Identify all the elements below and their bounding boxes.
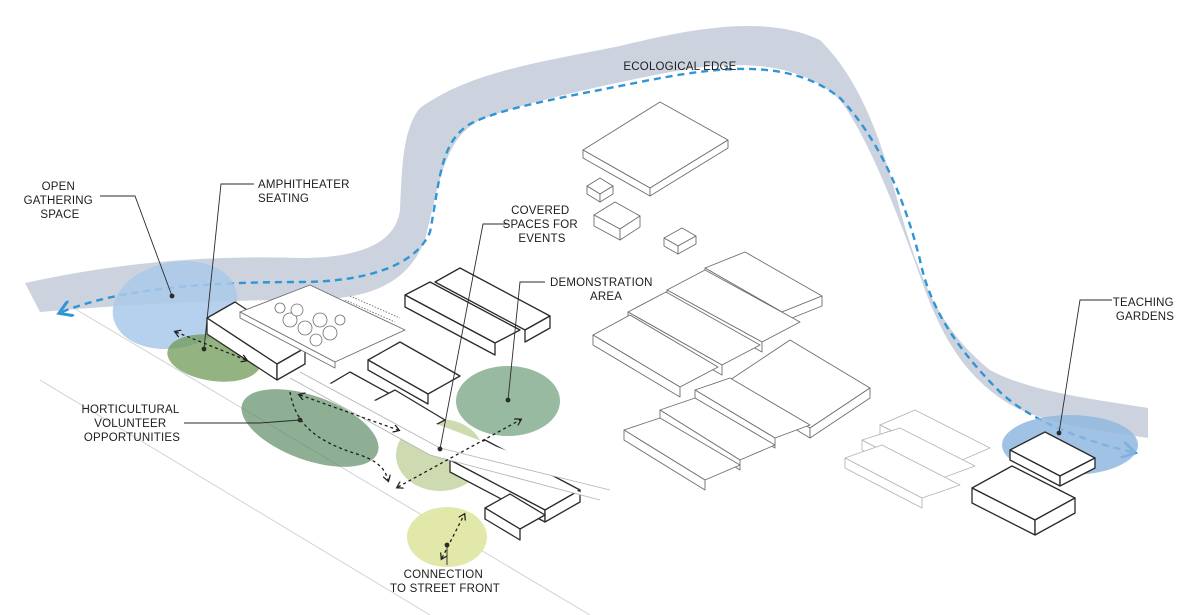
shed-small-2 xyxy=(593,201,641,241)
ecological-edge-band xyxy=(25,25,1148,439)
buildings xyxy=(206,101,1096,541)
greenhouse-row-7 xyxy=(623,417,741,491)
event-hall-roof xyxy=(367,341,461,405)
long-barn-1 xyxy=(404,281,521,356)
label-ecological-edge: ECOLOGICAL EDGE xyxy=(623,61,736,73)
teaching-greenhouse-3 xyxy=(844,444,961,509)
shed-small-3 xyxy=(663,227,697,255)
label-demonstration-area: DEMONSTRATION AREA xyxy=(550,277,656,303)
label-teaching-gardens: TEACHING GARDENS xyxy=(1113,297,1177,323)
circulation-arrows xyxy=(176,332,520,558)
long-barn-2 xyxy=(434,267,551,343)
label-connection-to-street-front: CONNECTION TO STREET FRONT xyxy=(390,569,500,595)
street-pavilion xyxy=(484,493,546,541)
label-covered-spaces-for-events: COVERED SPACES FOR EVENTS xyxy=(503,205,582,245)
tank-yard xyxy=(239,284,406,369)
ecological-edge-path xyxy=(62,67,1132,452)
greenhouse-row-4 xyxy=(592,314,719,398)
shed-small-1 xyxy=(586,177,614,203)
labels: ECOLOGICAL EDGE OPEN GATHERING SPACE AMP… xyxy=(24,61,1177,595)
leader-lines xyxy=(100,183,1112,565)
teaching-building xyxy=(971,431,1096,536)
label-amphitheater-seating: AMPHITHEATER SEATING xyxy=(258,179,353,205)
label-open-gathering-space: OPEN GATHERING SPACE xyxy=(24,181,97,221)
label-horticultural-volunteer-opportunities: HORTICULTURAL VOLUNTEER OPPORTUNITIES xyxy=(82,404,183,444)
building-north xyxy=(582,101,729,197)
